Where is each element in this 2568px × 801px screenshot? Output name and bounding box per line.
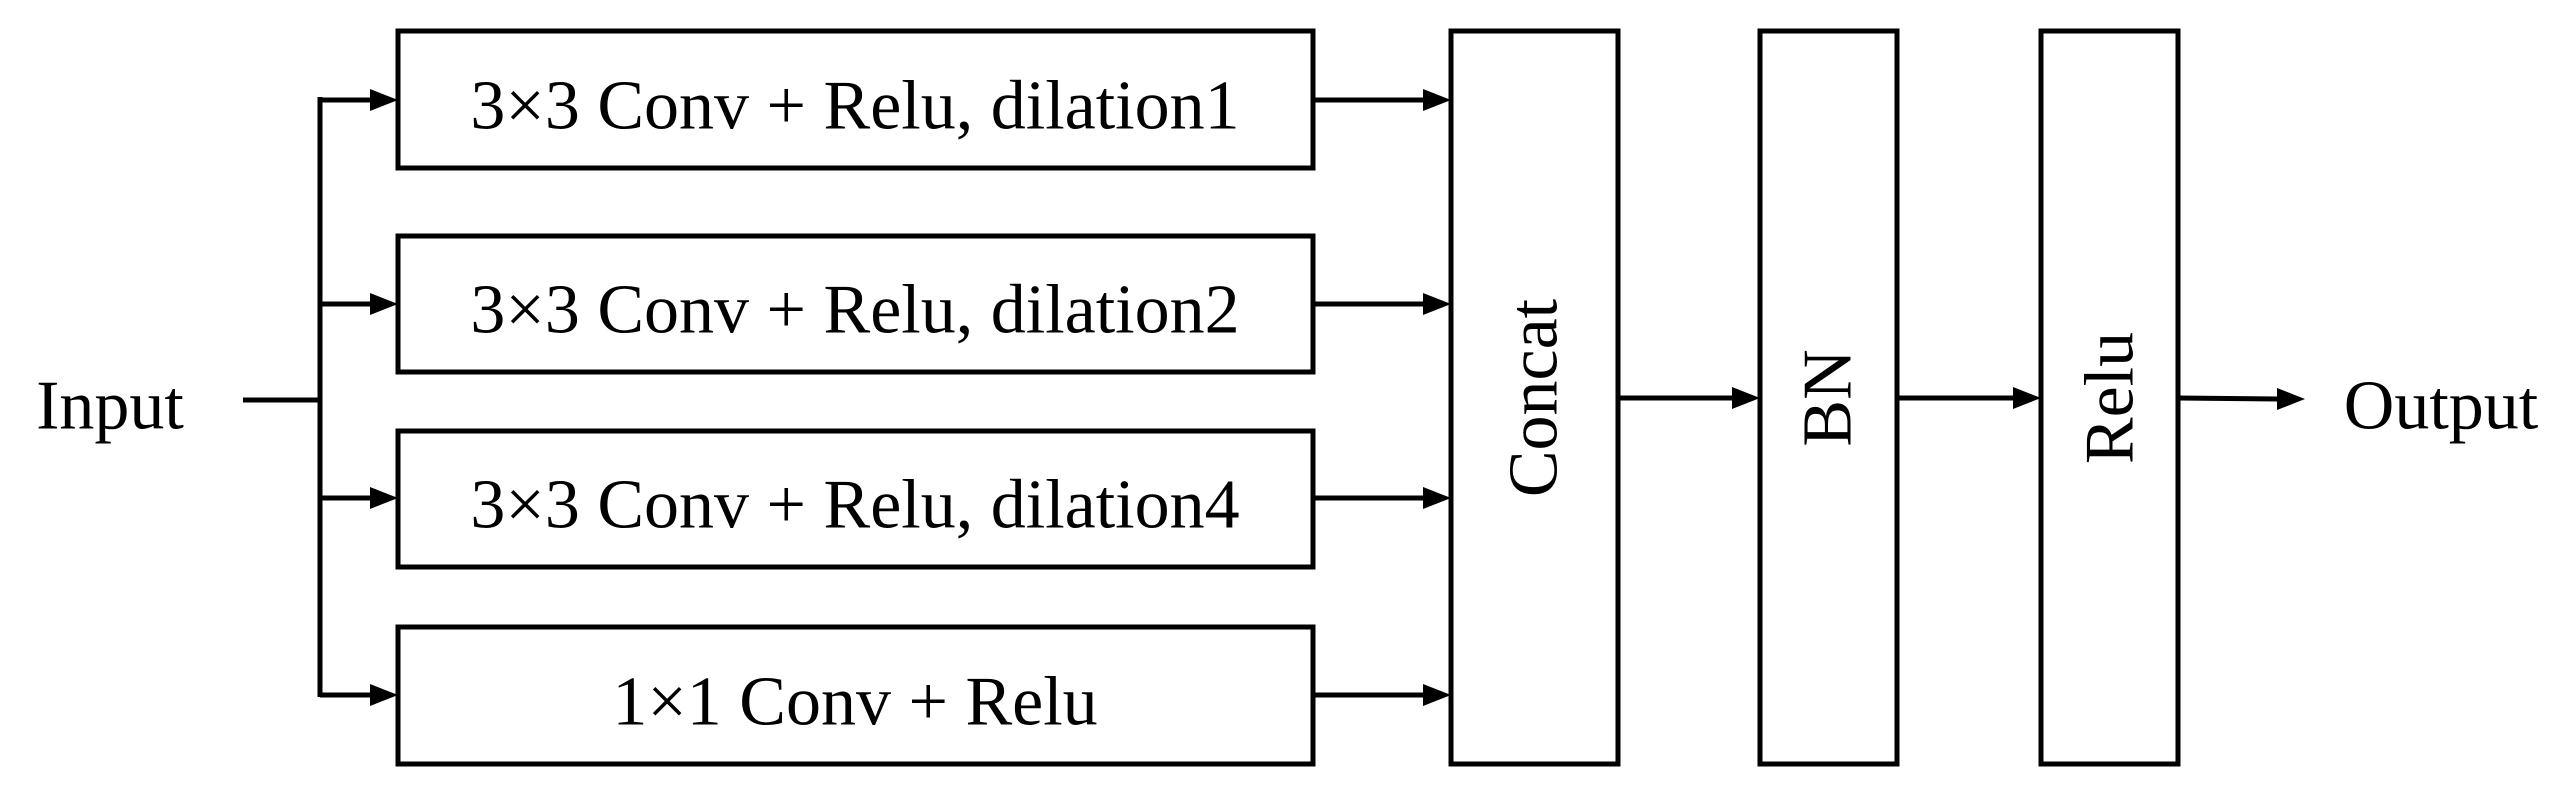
output-label: Output: [2344, 368, 2539, 445]
branch-1-input-arrowhead: [370, 89, 398, 111]
bn-box: [1757, 28, 1900, 767]
branch-4-label: 1×1 Conv + Relu: [612, 664, 1097, 741]
input-label: Input: [36, 368, 184, 445]
branch-3-input-arrowhead: [370, 487, 398, 509]
branch-1-label: 3×3 Conv + Relu, dilation1: [470, 68, 1239, 145]
branch-4-conv-box: [395, 624, 1316, 767]
branch-2-conv-box: [395, 233, 1316, 375]
bn-label: BN: [1790, 349, 1867, 446]
bn-to-relu-arrowhead: [2013, 387, 2041, 409]
branch-2-input-arrowhead: [370, 293, 398, 315]
branch-3-conv-box: [395, 428, 1316, 570]
branch-3-output-arrowhead: [1423, 487, 1451, 509]
concat-label: Concat: [1496, 298, 1573, 497]
relu-to-output-arrowhead: [2277, 388, 2305, 410]
concat-to-bn-arrowhead: [1732, 387, 1760, 409]
branch-3-label: 3×3 Conv + Relu, dilation4: [470, 467, 1239, 544]
relu-label: Relu: [2072, 332, 2149, 464]
branch-4-input-arrowhead: [370, 684, 398, 706]
branch-4-output-arrowhead: [1423, 684, 1451, 706]
branch-2-label: 3×3 Conv + Relu, dilation2: [470, 272, 1239, 349]
branch-2-output-arrowhead: [1423, 293, 1451, 315]
branch-1-conv-box: [395, 28, 1316, 171]
relu-to-output-connector: [2177, 395, 2279, 402]
relu-box: [2038, 28, 2181, 767]
concat-box: [1448, 28, 1621, 767]
branch-1-output-arrowhead: [1423, 89, 1451, 111]
